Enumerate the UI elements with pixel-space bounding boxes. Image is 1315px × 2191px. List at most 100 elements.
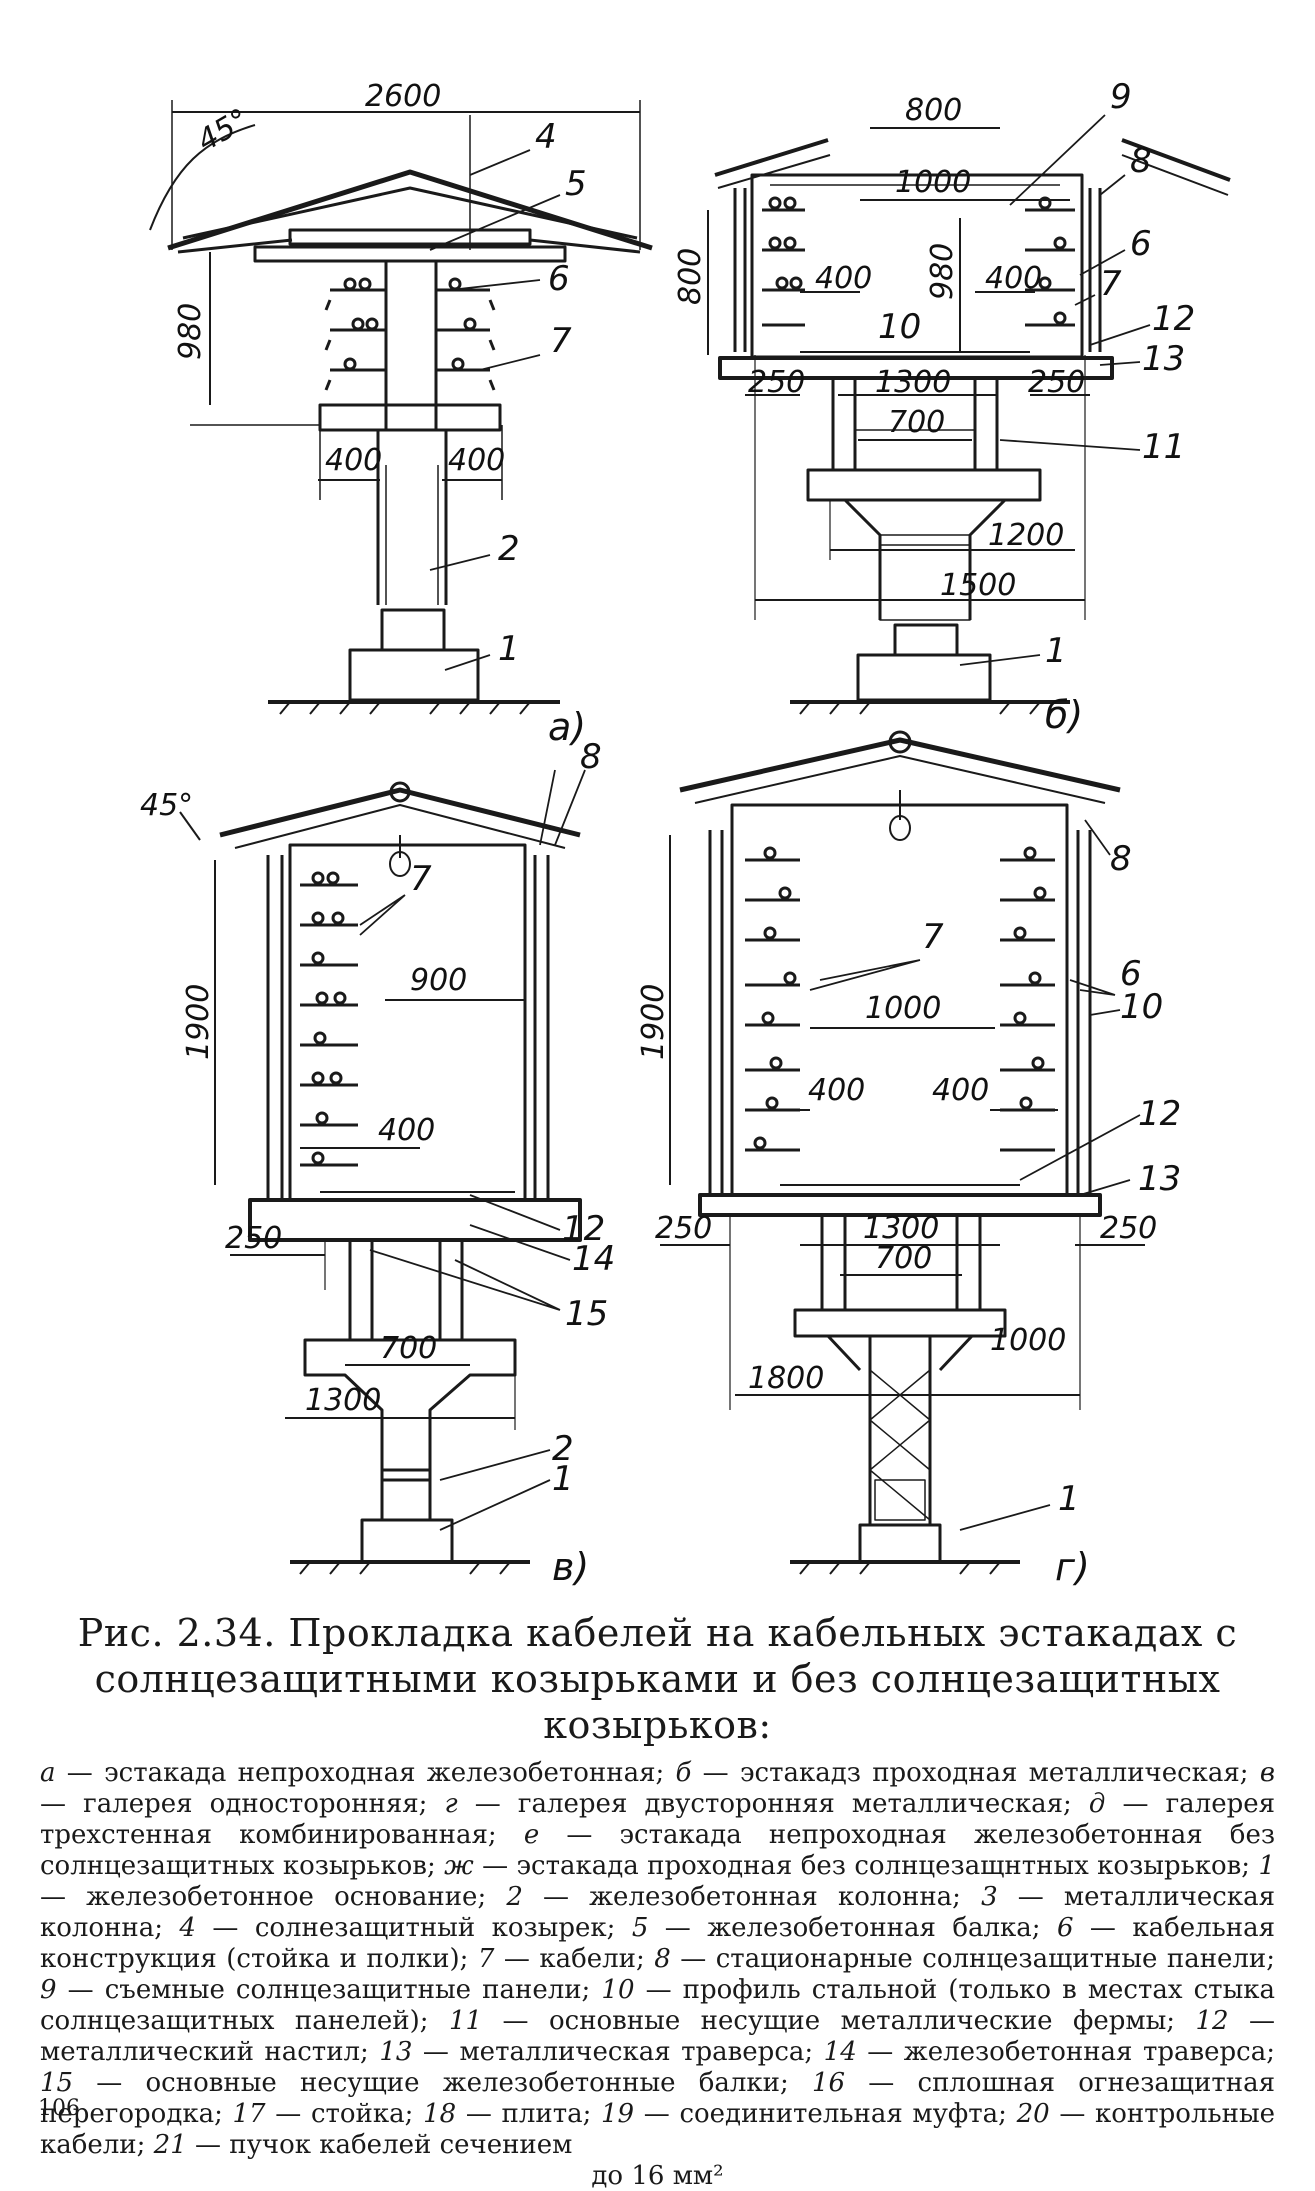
- v-dim-45: 45°: [140, 788, 193, 823]
- a-part-4: 4: [535, 117, 557, 157]
- g-dim-700: 700: [875, 1241, 932, 1276]
- panel-a-drawing: [149, 100, 653, 715]
- legend-key: д: [1088, 1789, 1106, 1819]
- legend-key: 12: [1195, 2006, 1229, 2036]
- g-part-12: 12: [1138, 1094, 1181, 1134]
- a-part-1: 1: [498, 629, 520, 669]
- v-dim-900: 900: [410, 963, 467, 998]
- legend-text: основные несущие железобетонные балки;: [145, 2068, 789, 2098]
- panel-b-drawing: [707, 127, 1231, 715]
- v-dim-1300: 1300: [305, 1383, 381, 1418]
- legend-key: 15: [40, 2068, 74, 2098]
- v-part-1: 1: [552, 1459, 574, 1499]
- legend-text: железобетонная балка;: [707, 1913, 1041, 1943]
- legend-key: 8: [654, 1944, 671, 1974]
- g-part-1: 1: [1058, 1479, 1080, 1519]
- b-dim-1500: 1500: [940, 568, 1016, 603]
- g-dim-400-left: 400: [808, 1073, 865, 1108]
- g-part-13: 13: [1138, 1159, 1181, 1199]
- a-dim-2600: 2600: [365, 79, 441, 114]
- legend-key: ж: [444, 1851, 474, 1881]
- g-dim-1900: 1900: [636, 984, 671, 1060]
- legend-key: г: [444, 1789, 458, 1819]
- legend-key: 7: [477, 1944, 495, 1974]
- figure-caption: Рис. 2.34. Прокладка кабелей на кабельны…: [40, 1610, 1275, 2191]
- legend-text: галерея односторонняя;: [83, 1789, 428, 1819]
- a-part-5: 5: [565, 164, 587, 204]
- legend-key: а: [40, 1758, 56, 1788]
- v-part-7: 7: [410, 859, 432, 899]
- b-panel-label: б): [1045, 693, 1083, 737]
- b-part-13: 13: [1142, 339, 1185, 379]
- legend-text: соединительная муфта;: [679, 2099, 1007, 2129]
- g-dim-1000: 1000: [865, 991, 941, 1026]
- b-part-10: 10: [878, 307, 921, 347]
- legend-key: 10: [601, 1975, 635, 2005]
- v-dim-400: 400: [378, 1113, 435, 1148]
- legend-text: эстакада проходная без солнцезащнтных ко…: [516, 1851, 1251, 1881]
- g-dim-1300: 1300: [863, 1211, 939, 1246]
- legend-key: б: [675, 1758, 692, 1788]
- b-dim-1000: 1000: [895, 165, 971, 200]
- b-dim-400-right: 400: [985, 261, 1042, 296]
- legend-key: е: [523, 1820, 540, 1850]
- legend-text: стойка;: [310, 2099, 414, 2129]
- g-dim-250-left: 250: [655, 1211, 712, 1246]
- legend-text: железобетонная колонна;: [589, 1882, 961, 1912]
- legend-key: 20: [1016, 2099, 1050, 2129]
- legend-key: 17: [232, 2099, 266, 2129]
- v-dim-250: 250: [225, 1221, 282, 1256]
- legend-key: 2: [506, 1882, 523, 1912]
- b-dim-800-side: 800: [673, 248, 708, 305]
- b-dim-980: 980: [925, 243, 960, 300]
- a-part-6: 6: [548, 259, 570, 299]
- legend-key: 5: [631, 1913, 649, 1943]
- legend-text: металлическая траверса;: [459, 2037, 814, 2067]
- b-part-9: 9: [1110, 77, 1132, 117]
- v-panel-label: в): [552, 1545, 589, 1589]
- b-dim-800-top: 800: [905, 93, 962, 128]
- legend-key: 21: [153, 2130, 187, 2160]
- legend-text: солнезащитный козырек;: [254, 1913, 616, 1943]
- legend-key: 9: [40, 1975, 57, 2005]
- caption-tail: до 16 мм²: [591, 2161, 724, 2191]
- legend-text: плита;: [501, 2099, 592, 2129]
- legend-key: 11: [449, 2006, 483, 2036]
- g-panel-label: г): [1055, 1545, 1090, 1589]
- v-part-8: 8: [580, 737, 602, 777]
- legend-text: железобетонная траверса;: [903, 2037, 1275, 2067]
- legend-text: галерея трехстенная комбинированная;: [40, 1789, 1276, 1850]
- cable-trestle-figure: 2600 45° 980 400 400 4 5 6 7 2 1 а) 800 …: [140, 77, 1231, 1589]
- b-part-7: 7: [1100, 264, 1122, 304]
- panel-v-drawing: [179, 781, 582, 1575]
- page-number: 106: [38, 2096, 80, 2121]
- legend-key: 13: [379, 2037, 413, 2067]
- legend-text: железобетонное основание;: [86, 1882, 487, 1912]
- legend-text: съемные солнцезащитные панели;: [104, 1975, 591, 2005]
- v-dim-700: 700: [380, 1331, 437, 1366]
- legend-text: профиль стальной (только в местах стыка …: [40, 1975, 1276, 2036]
- legend-key: 19: [601, 2099, 635, 2129]
- g-part-7: 7: [922, 917, 944, 957]
- panel-g-drawing: [660, 730, 1145, 1575]
- g-part-6: 6: [1120, 954, 1142, 994]
- v-part-14: 14: [572, 1239, 615, 1279]
- legend-key: 14: [823, 2037, 857, 2067]
- b-dim-250-right: 250: [1028, 365, 1085, 400]
- g-part-10: 10: [1120, 987, 1163, 1027]
- legend-text: кабели;: [539, 1944, 645, 1974]
- legend-text: эстакада непроходная железобетонная;: [104, 1758, 665, 1788]
- legend-text: эстакадз проходная металлическая;: [739, 1758, 1249, 1788]
- a-dim-980: 980: [173, 303, 208, 360]
- legend-text: контрольные кабели;: [40, 2099, 1276, 2160]
- legend-text: стационарные солнцезащитные панели;: [715, 1944, 1276, 1974]
- g-part-8: 8: [1110, 839, 1132, 879]
- b-dim-400-left: 400: [815, 261, 872, 296]
- g-dim-1800: 1800: [748, 1361, 824, 1396]
- caption-title: Рис. 2.34. Прокладка кабелей на кабельны…: [77, 1611, 1238, 1747]
- a-part-7: 7: [550, 321, 572, 361]
- legend-text: пучок кабелей сечением: [229, 2130, 573, 2160]
- legend-key: 6: [1056, 1913, 1074, 1943]
- v-part-2: 2: [552, 1429, 574, 1469]
- b-dim-1200: 1200: [988, 518, 1064, 553]
